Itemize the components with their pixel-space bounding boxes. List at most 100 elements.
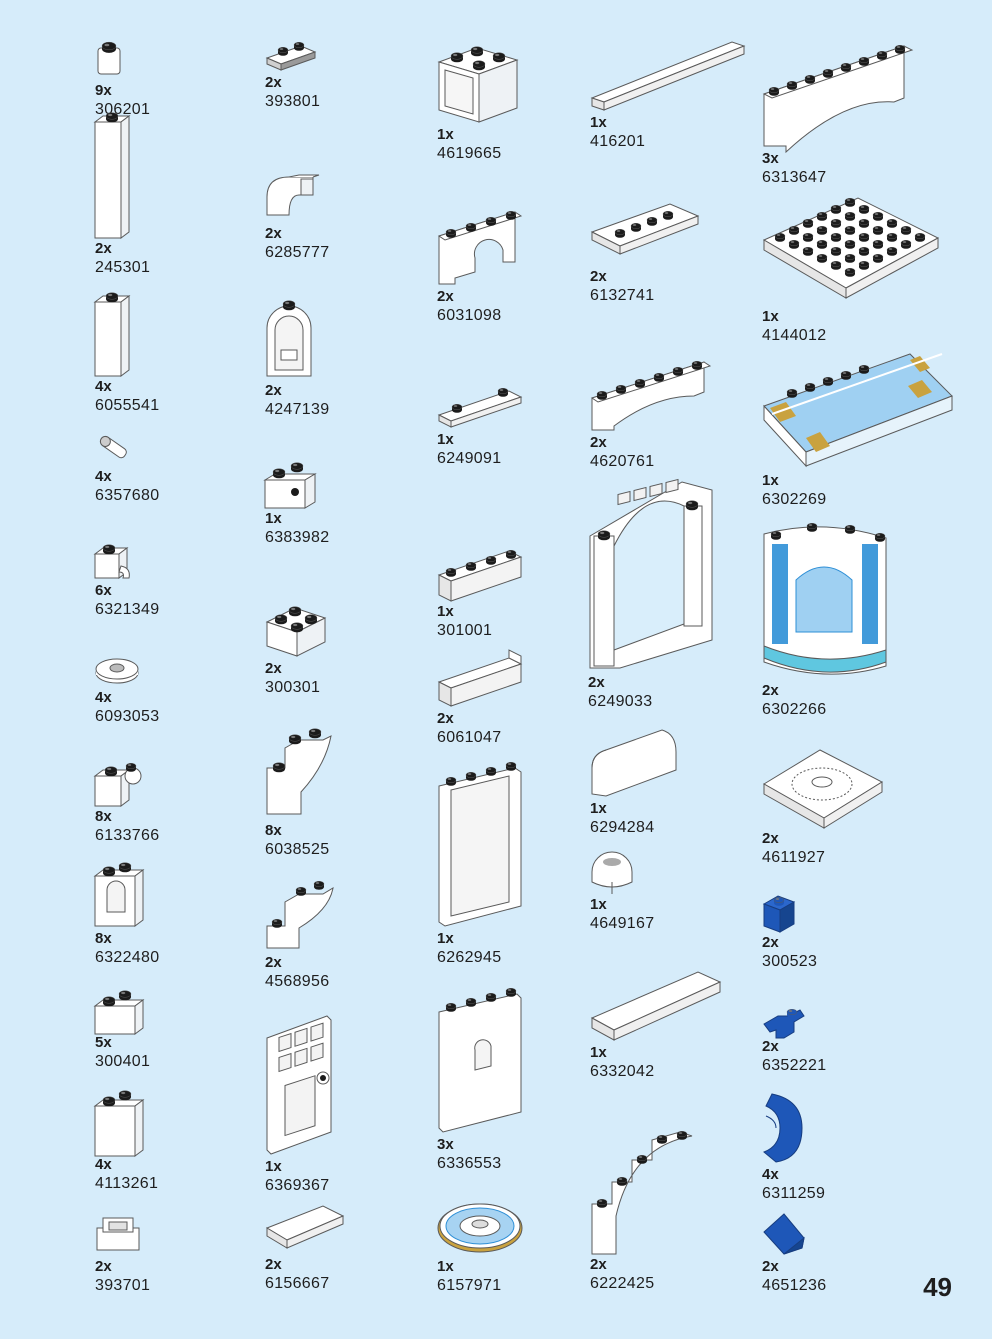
part-entry: 2x 245301 [93, 112, 150, 276]
part-number: 4611927 [762, 849, 826, 866]
part-quantity: 1x [437, 930, 454, 947]
part-image [437, 762, 523, 928]
part-image [93, 1088, 145, 1157]
part-number: 6038525 [265, 841, 330, 858]
part-number: 6321349 [95, 601, 160, 618]
part-quantity: 2x [265, 1256, 282, 1273]
part-image [590, 728, 677, 798]
part-number: 6133766 [95, 827, 160, 844]
part-number: 6313647 [762, 169, 827, 186]
part-quantity: 2x [762, 1258, 779, 1275]
part-quantity: 1x [437, 126, 454, 143]
part-image [762, 1092, 806, 1164]
part-image [590, 850, 634, 894]
part-quantity: 4x [95, 468, 112, 485]
part-quantity: 2x [437, 288, 454, 305]
part-quantity: 1x [762, 308, 779, 325]
part-number: 245301 [95, 259, 151, 276]
part-number: 6369367 [265, 1177, 330, 1194]
part-image [265, 1012, 335, 1156]
part-entry: 2x 300301 [265, 600, 327, 696]
part-image [590, 970, 722, 1042]
part-number: 4651236 [762, 1277, 827, 1294]
part-image [590, 354, 712, 432]
part-quantity: 2x [590, 268, 607, 285]
part-image [93, 758, 143, 807]
part-image [265, 878, 335, 952]
part-image [95, 38, 127, 80]
part-image [762, 892, 796, 933]
part-quantity: 1x [265, 1158, 282, 1175]
part-image [265, 600, 327, 658]
part-number: 4113261 [95, 1175, 159, 1192]
part-image [762, 520, 888, 680]
part-image [762, 196, 940, 306]
part-image [265, 300, 315, 380]
part-quantity: 1x [590, 800, 607, 817]
part-quantity: 2x [265, 382, 282, 399]
part-quantity: 8x [265, 822, 282, 839]
part-quantity: 2x [95, 240, 112, 257]
part-image [762, 748, 884, 829]
part-number: 6157971 [437, 1277, 502, 1294]
part-image [437, 649, 523, 708]
part-number: 300401 [95, 1053, 151, 1070]
part-image [263, 462, 317, 509]
part-number: 6093053 [95, 708, 160, 725]
part-quantity: 1x [590, 114, 607, 131]
part-number: 6249033 [588, 693, 653, 710]
part-number: 300301 [265, 679, 321, 696]
part-quantity: 2x [590, 434, 607, 451]
part-quantity: 2x [762, 830, 779, 847]
part-quantity: 9x [95, 82, 112, 99]
part-number: 6357680 [95, 487, 160, 504]
part-number: 6383982 [265, 529, 330, 546]
part-number: 6311259 [762, 1185, 826, 1202]
part-quantity: 2x [95, 1258, 112, 1275]
part-image [93, 988, 145, 1035]
part-image [437, 988, 523, 1134]
part-quantity: 1x [590, 1044, 607, 1061]
part-quantity: 1x [265, 510, 282, 527]
part-number: 4620761 [590, 453, 655, 470]
part-quantity: 8x [95, 930, 112, 947]
part-entry: 2x 4620761 [590, 354, 712, 470]
part-image [588, 476, 714, 672]
part-quantity: 2x [265, 74, 282, 91]
part-quantity: 2x [265, 954, 282, 971]
part-image [95, 655, 139, 687]
part-number: 6285777 [265, 244, 330, 261]
part-image [437, 541, 523, 602]
part-quantity: 4x [95, 689, 112, 706]
part-entry: 8x 6038525 [265, 724, 333, 858]
part-image [265, 174, 320, 223]
part-number: 6332042 [590, 1063, 655, 1080]
page-number: 49 [923, 1272, 952, 1302]
part-image [95, 430, 131, 466]
part-image [590, 1130, 694, 1255]
part-quantity: 2x [265, 660, 282, 677]
part-quantity: 1x [437, 1258, 454, 1275]
part-image [762, 40, 916, 154]
